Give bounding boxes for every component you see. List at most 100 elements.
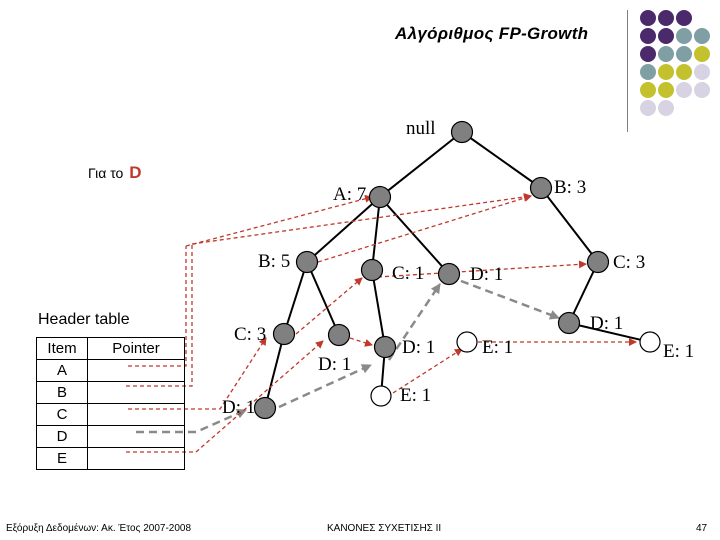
dot-purple [658, 28, 674, 44]
edge-a7-d1root [379, 196, 450, 275]
label-d1-leftmost: D: 1 [222, 397, 256, 418]
edge-b3-c3right [540, 187, 599, 263]
edge-null-b3 [461, 131, 542, 189]
table-row: E [36, 447, 185, 470]
node-links [185, 193, 637, 409]
label-b3: B: 3 [554, 177, 587, 198]
subtitle-item: D [129, 163, 142, 182]
slide-title: Αλγόριθμος FP-Growth [395, 24, 589, 43]
footer-page-number: 47 [696, 523, 708, 534]
node-a7 [368, 185, 392, 209]
column-header-item: Item [36, 337, 88, 360]
dot-purple [640, 10, 656, 26]
dot-teal [676, 28, 692, 44]
dot-purple [640, 46, 656, 62]
title-divider [627, 10, 628, 132]
node-c1 [360, 258, 384, 282]
node-e1-bottom [370, 385, 392, 407]
pointer-cell [87, 403, 185, 426]
label-d1-under-b5: D: 1 [318, 354, 352, 375]
label-d1-right: D: 1 [590, 313, 624, 334]
footer-course: Εξόρυξη Δεδομένων: Ακ. Έτος 2007-2008 [6, 523, 192, 534]
dot-purple [658, 10, 674, 26]
label-d1-under-c1: D: 1 [402, 337, 436, 358]
node-c3-right [586, 250, 610, 274]
dot-olive [676, 64, 692, 80]
header-table: Item Pointer A B C D E [36, 337, 185, 470]
label-e1-after-d1: E: 1 [482, 337, 514, 358]
label-d1-root: D: 1 [470, 264, 504, 285]
pointer-cell [87, 359, 185, 382]
label-b5: B: 5 [258, 251, 291, 272]
label-c1: C: 1 [392, 263, 425, 284]
dot-teal [640, 64, 656, 80]
label-a7: A: 7 [333, 184, 367, 205]
link-b5-to-b3 [317, 194, 532, 263]
label-e1-right: E: 1 [663, 341, 695, 362]
pointer-cell [87, 447, 185, 470]
table-row: C [36, 403, 185, 426]
label-e1-bottom: E: 1 [400, 385, 432, 406]
table-row: B [36, 381, 185, 404]
item-cell: A [36, 359, 88, 382]
item-cell: E [36, 447, 88, 470]
dot-lavender [694, 82, 710, 98]
pointer-cell [87, 381, 185, 404]
subtitle-prefix: Για το [88, 165, 124, 181]
link-d-gray-3 [460, 279, 560, 320]
link-d1b5-to-d1c1 [349, 337, 373, 347]
footer-chapter: ΚΑΝΟΝΕΣ ΣΥΧΕΤΙΣΗΣ ΙΙ [327, 523, 442, 534]
link-d-gray-2 [387, 283, 442, 361]
subtitle: Για το D [88, 163, 142, 183]
table-row: D [36, 425, 185, 448]
node-b3 [529, 176, 553, 200]
dot-lavender [640, 100, 656, 116]
dot-teal [694, 28, 710, 44]
tree-edges [264, 131, 651, 409]
dot-olive [658, 82, 674, 98]
dot-olive [640, 82, 656, 98]
node-b5 [295, 250, 319, 274]
link-b-to-b3 [191, 193, 532, 245]
edge-b5-d1b5 [306, 261, 340, 336]
dot-purple [676, 10, 692, 26]
dot-teal [658, 46, 674, 62]
dot-olive [658, 64, 674, 80]
table-header-row: Item Pointer [36, 337, 185, 360]
link-c3left-to-c1 [295, 277, 363, 335]
dot-lavender [658, 100, 674, 116]
edge-a7-b5 [306, 196, 381, 263]
edge-a7-c1 [371, 196, 381, 271]
dot-teal [676, 46, 692, 62]
pointer-cell [87, 425, 185, 448]
node-null [450, 120, 474, 144]
label-c3-left: C: 3 [234, 324, 267, 345]
pointer-a [128, 246, 187, 367]
dot-purple [640, 28, 656, 44]
table-row: A [36, 359, 185, 382]
item-cell: C [36, 403, 88, 426]
label-c3-right: C: 3 [613, 252, 646, 273]
label-null: null [406, 118, 436, 139]
node-e1-right [639, 331, 661, 353]
node-d1-under-c1 [373, 335, 397, 359]
edge-null-a7 [379, 131, 463, 198]
node-d1-leftmost [253, 396, 277, 420]
item-cell: D [36, 425, 88, 448]
node-d1-under-b5 [327, 323, 351, 347]
edge-b5-c3left [283, 261, 308, 335]
dot-olive [694, 46, 710, 62]
node-d1-right [557, 311, 581, 335]
dot-lavender [694, 64, 710, 80]
node-c3-left [272, 322, 296, 346]
tree-nodes [253, 120, 661, 420]
edge-c3left-d1leftmost [264, 333, 285, 409]
node-d1-root [437, 262, 461, 286]
dot-lavender [676, 82, 692, 98]
column-header-pointer: Pointer [87, 337, 185, 360]
node-e1-after-d1 [456, 331, 478, 353]
edge-c3right-d1right [568, 261, 599, 324]
link-d-gray-1 [278, 363, 372, 409]
header-table-title: Header table [38, 311, 130, 328]
